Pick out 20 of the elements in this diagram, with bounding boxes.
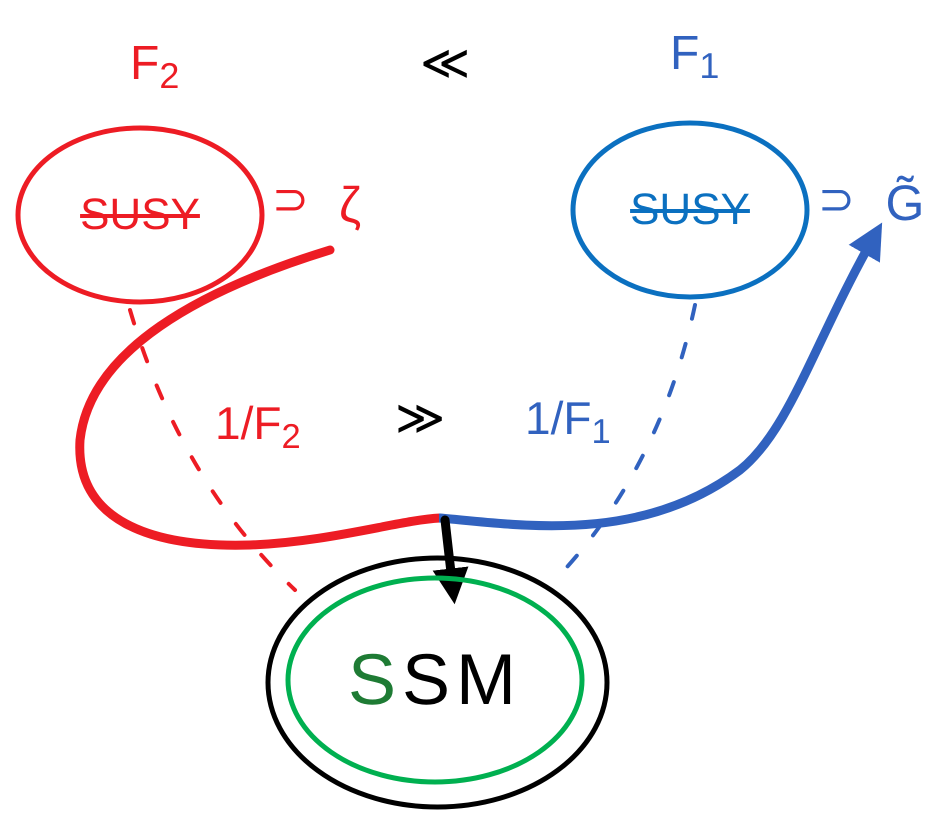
sector-label: SSM — [348, 644, 522, 716]
math-label: ⊃ — [272, 178, 309, 222]
inner-ellipse — [285, 575, 585, 785]
math-label: 1/F$_{1}$ — [525, 395, 611, 441]
sector-label: SUSY — [80, 193, 200, 237]
math-label: 1/F$_{2}$ — [215, 400, 301, 446]
arrow — [76, 222, 882, 550]
math-label: F$_{2}$ — [130, 40, 180, 88]
math-label: ≪ — [420, 40, 470, 88]
symbol-label: ζ — [338, 180, 362, 230]
sector-label: SUSY — [630, 188, 750, 232]
symbol-label: G̃ — [886, 178, 924, 228]
sector-ellipse — [570, 120, 810, 300]
math-label: ⊃ — [818, 178, 855, 222]
outer-ellipse — [265, 555, 610, 810]
sector-ellipse — [15, 125, 265, 305]
math-label: ≫ — [395, 395, 445, 443]
math-label: F$_{1}$ — [670, 30, 720, 78]
arrow — [432, 516, 468, 604]
dashed-connector — [128, 308, 297, 592]
